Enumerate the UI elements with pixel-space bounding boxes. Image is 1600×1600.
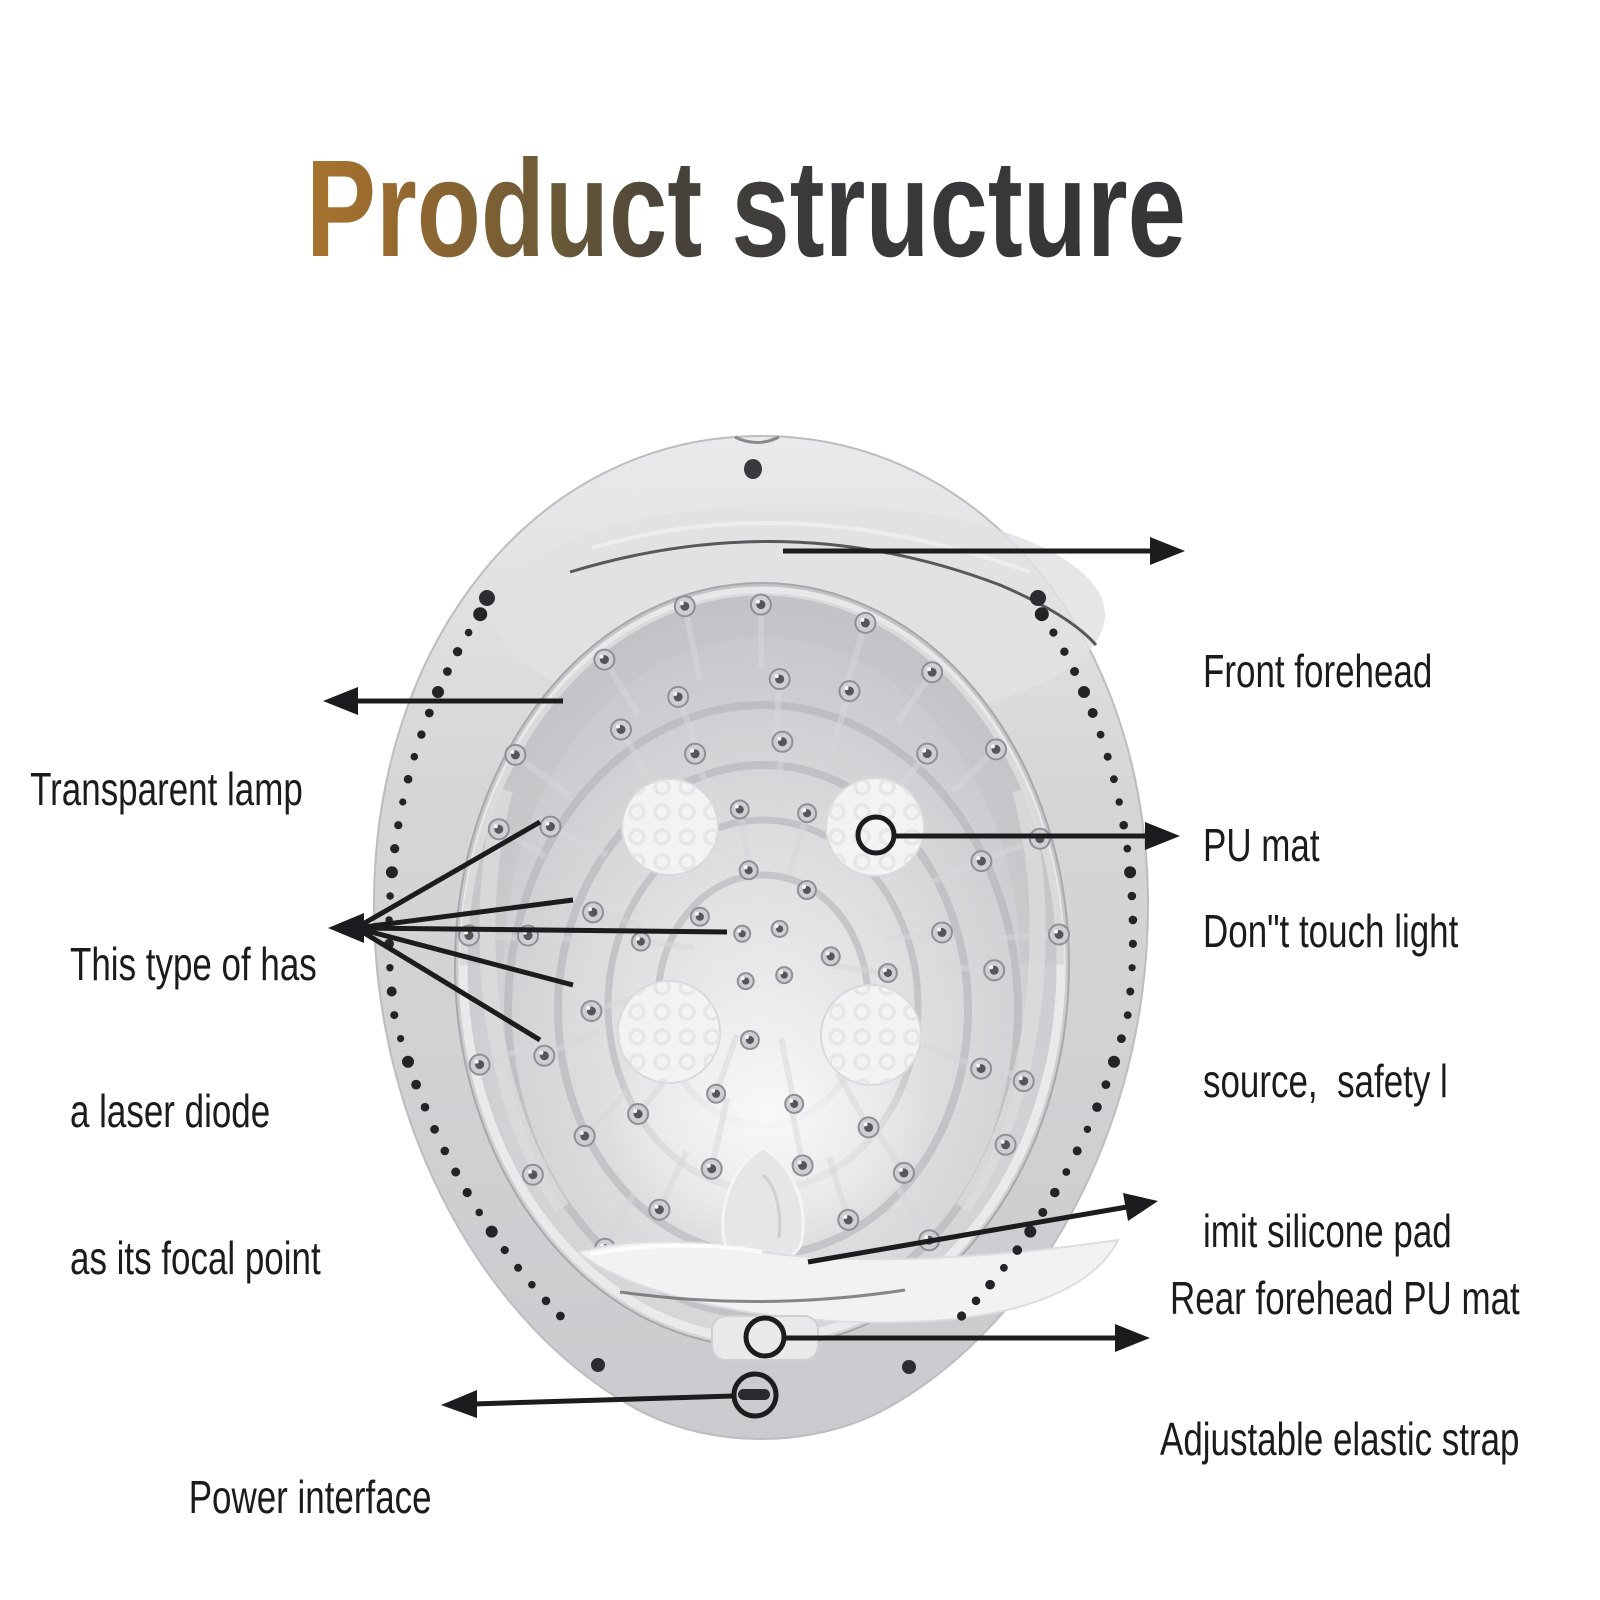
laser-diode: [921, 661, 944, 684]
laser-diode: [770, 919, 789, 938]
laser-diode: [1048, 923, 1070, 946]
laser-diode: [468, 1053, 491, 1076]
laser-diode: [820, 946, 841, 967]
shell-hole-left: [479, 590, 495, 606]
laser-diode: [857, 1116, 880, 1139]
rim-perforations: [384, 607, 1138, 1321]
silicone-pads: [617, 777, 925, 1086]
laser-diode: [768, 668, 791, 691]
laser-diode: [630, 931, 651, 952]
laser-diode: [706, 1083, 727, 1104]
laser-diode: [916, 742, 939, 765]
annotations: [323, 537, 1185, 1419]
laser-diode: [1012, 1070, 1035, 1093]
laser-diode: [784, 1093, 805, 1114]
page-title: Product structure: [306, 132, 1186, 286]
laser-diode: [970, 1057, 993, 1080]
top-notch: [734, 435, 780, 444]
laser-diode: [673, 595, 696, 618]
strap-callout: [743, 1315, 1150, 1359]
laser-diode: [736, 972, 755, 991]
transparent-lamp-dome: [454, 582, 1070, 1348]
label-transparent-lamp: Transparent lamp: [30, 763, 303, 815]
laser-diode: [593, 648, 616, 671]
laser-diode: [487, 818, 510, 841]
laser-diode: [838, 680, 861, 703]
laser-diode: [994, 1133, 1017, 1156]
label-dont-touch-light-source: Don"t touch light source, safety l imit …: [1203, 905, 1459, 1257]
label-front-forehead-pu-mat: Front forehead PU mat: [1203, 645, 1433, 871]
laser-diode: [733, 924, 752, 943]
laser-diode: [573, 1125, 596, 1147]
laser-diode: [700, 1157, 723, 1180]
laser-diode: [648, 1198, 671, 1221]
shell-hole-bottom-left: [591, 1358, 605, 1372]
laser-diode: [684, 742, 707, 765]
laser-diode: [983, 959, 1006, 982]
laser-diode: [970, 850, 993, 873]
laser-diode: [931, 921, 953, 944]
front-pu-mat-arrow: [783, 537, 1185, 565]
laser-diode: [610, 718, 632, 741]
laser-diode: [738, 860, 759, 881]
label-rear-forehead-pu-mat: Rear forehead PU mat: [1170, 1272, 1520, 1324]
laser-diode: [892, 1161, 915, 1184]
laser-diode: [539, 815, 562, 838]
laser-diode: [749, 593, 772, 616]
laser-diode: [791, 1154, 814, 1177]
laser-diode: [837, 1208, 860, 1231]
laser-diode: [533, 1044, 556, 1067]
laser-diode: [667, 685, 690, 708]
front-pu-mat-recess-line: [569, 539, 1098, 646]
laser-diode: [1028, 827, 1051, 850]
shell-hole-bottom-right: [902, 1360, 916, 1374]
laser-diode: [771, 730, 794, 753]
shell-hole-right: [1030, 590, 1046, 606]
label-power-interface: Power interface: [189, 1471, 432, 1523]
laser-diode: [739, 1030, 760, 1050]
laser-diode-fan-arrows: [328, 819, 728, 1043]
power-interface-callout: [441, 1371, 779, 1419]
top-vent-hole: [744, 459, 762, 479]
dome-groove-left: [479, 787, 569, 1213]
label-laser-diode: This type of has a laser diode as its fo…: [70, 938, 321, 1284]
rear-pu-mat: [575, 1238, 1120, 1324]
usb-port: [738, 1389, 770, 1400]
transparent-lamp-arrow: [323, 687, 563, 715]
laser-diode: [582, 901, 604, 924]
laser-diode: [504, 743, 527, 766]
laser-diode: [854, 611, 877, 634]
label-adjustable-elastic-strap: Adjustable elastic strap: [1160, 1413, 1520, 1465]
laser-diode: [877, 963, 898, 983]
laser-diode: [985, 738, 1007, 761]
laser-diode: [521, 1163, 544, 1186]
light-source-callout: [855, 814, 1180, 856]
laser-diode: [796, 880, 817, 900]
laser-diode: [797, 803, 818, 824]
rear-pu-mat-arrow: [807, 1193, 1158, 1265]
laser-diode: [729, 799, 750, 820]
laser-diode: [580, 1000, 603, 1022]
laser-diode: [689, 906, 710, 927]
laser-diode: [627, 1103, 650, 1125]
laser-diode: [775, 966, 794, 985]
